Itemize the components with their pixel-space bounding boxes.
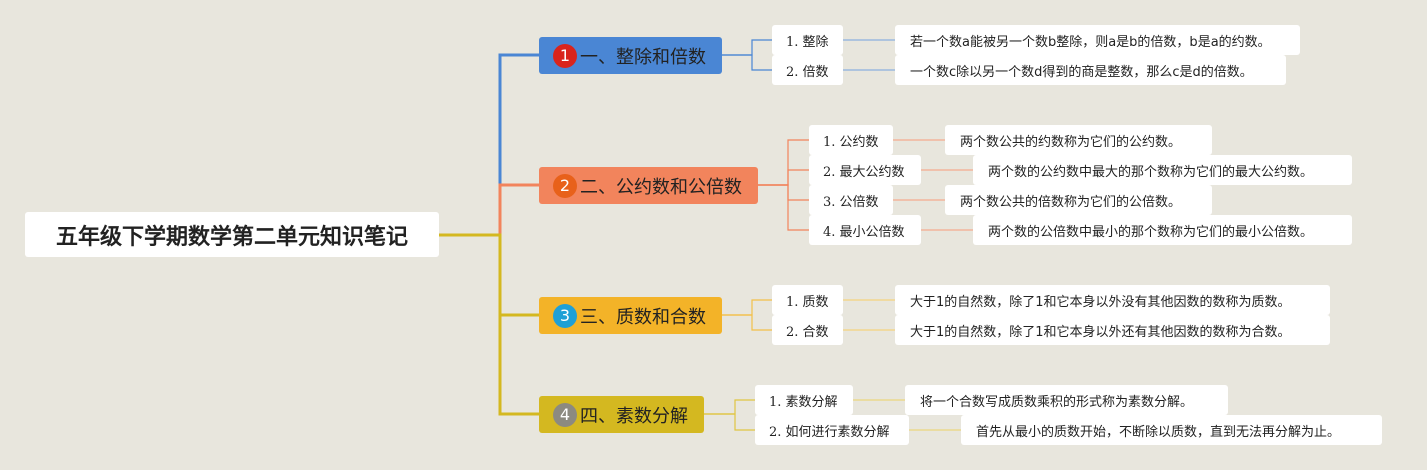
branch-1-topic[interactable]: 1 一、整除和倍数	[539, 37, 722, 74]
branch-4-link-2	[704, 413, 755, 431]
branch-4-item-1-desc[interactable]: 将一个合数写成质数乘积的形式称为素数分解。	[905, 385, 1228, 415]
branch-4-item-2[interactable]: 2. 如何进行素数分解	[755, 415, 909, 445]
branch-2-link-2	[758, 169, 809, 186]
branch-1-link-1	[722, 39, 772, 56]
branch-1-item-2[interactable]: 2. 倍数	[772, 55, 843, 85]
branch-3-item-2-desc[interactable]: 大于1的自然数，除了1和它本身以外还有其他因数的数称为合数。	[895, 315, 1330, 345]
branch-3-label: 三、质数和合数	[580, 306, 706, 328]
branch-2-link-4	[758, 184, 809, 231]
trunk-line-1	[439, 53, 539, 237]
branch-2-item-1-desc[interactable]: 两个数公共的约数称为它们的公约数。	[945, 125, 1212, 155]
branch-4-item-1[interactable]: 1. 素数分解	[755, 385, 853, 415]
number-3-icon: 3	[553, 303, 577, 328]
branch-1-item-1-desc[interactable]: 若一个数a能被另一个数b整除，则a是b的倍数，b是a的约数。	[895, 25, 1300, 55]
branch-2-item-2-desc[interactable]: 两个数的公约数中最大的那个数称为它们的最大公约数。	[973, 155, 1352, 185]
branch-4-link-1	[704, 399, 755, 415]
trunk-line-2	[439, 183, 539, 237]
number-4-icon: 4	[553, 402, 577, 427]
number-1-icon: 1	[553, 43, 577, 68]
branch-2-item-1[interactable]: 1. 公约数	[809, 125, 893, 155]
branch-3-topic[interactable]: 3 三、质数和合数	[539, 297, 722, 334]
root-topic[interactable]: 五年级下学期数学第二单元知识笔记	[25, 212, 439, 257]
branch-2-item-3[interactable]: 3. 公倍数	[809, 185, 893, 215]
branch-2-item-2[interactable]: 2. 最大公约数	[809, 155, 921, 185]
branch-3-item-1-desc[interactable]: 大于1的自然数，除了1和它本身以外没有其他因数的数称为质数。	[895, 285, 1330, 315]
branch-3-item-2[interactable]: 2. 合数	[772, 315, 843, 345]
branch-1-item-1[interactable]: 1. 整除	[772, 25, 843, 55]
branch-1-item-2-desc[interactable]: 一个数c除以另一个数d得到的商是整数，那么c是d的倍数。	[895, 55, 1286, 85]
branch-2-item-3-desc[interactable]: 两个数公共的倍数称为它们的公倍数。	[945, 185, 1212, 215]
branch-4-topic[interactable]: 4 四、素数分解	[539, 396, 704, 433]
trunk-line-4	[439, 233, 539, 416]
branch-3-link-2	[722, 314, 772, 331]
number-2-icon: 2	[553, 173, 577, 198]
branch-1-link-2	[722, 54, 772, 71]
branch-3-link-1	[722, 299, 772, 316]
trunk-line-3	[439, 233, 539, 317]
branch-2-topic[interactable]: 2 二、公约数和公倍数	[539, 167, 758, 204]
branch-4-item-2-desc[interactable]: 首先从最小的质数开始，不断除以质数，直到无法再分解为止。	[961, 415, 1382, 445]
branch-2-link-1	[758, 139, 809, 186]
branch-2-item-4[interactable]: 4. 最小公倍数	[809, 215, 921, 245]
branch-2-label: 二、公约数和公倍数	[580, 176, 742, 198]
branch-1-label: 一、整除和倍数	[580, 46, 706, 68]
branch-4-label: 四、素数分解	[580, 405, 688, 427]
branch-2-link-3	[758, 184, 809, 201]
branch-2-item-4-desc[interactable]: 两个数的公倍数中最小的那个数称为它们的最小公倍数。	[973, 215, 1352, 245]
branch-3-item-1[interactable]: 1. 质数	[772, 285, 843, 315]
